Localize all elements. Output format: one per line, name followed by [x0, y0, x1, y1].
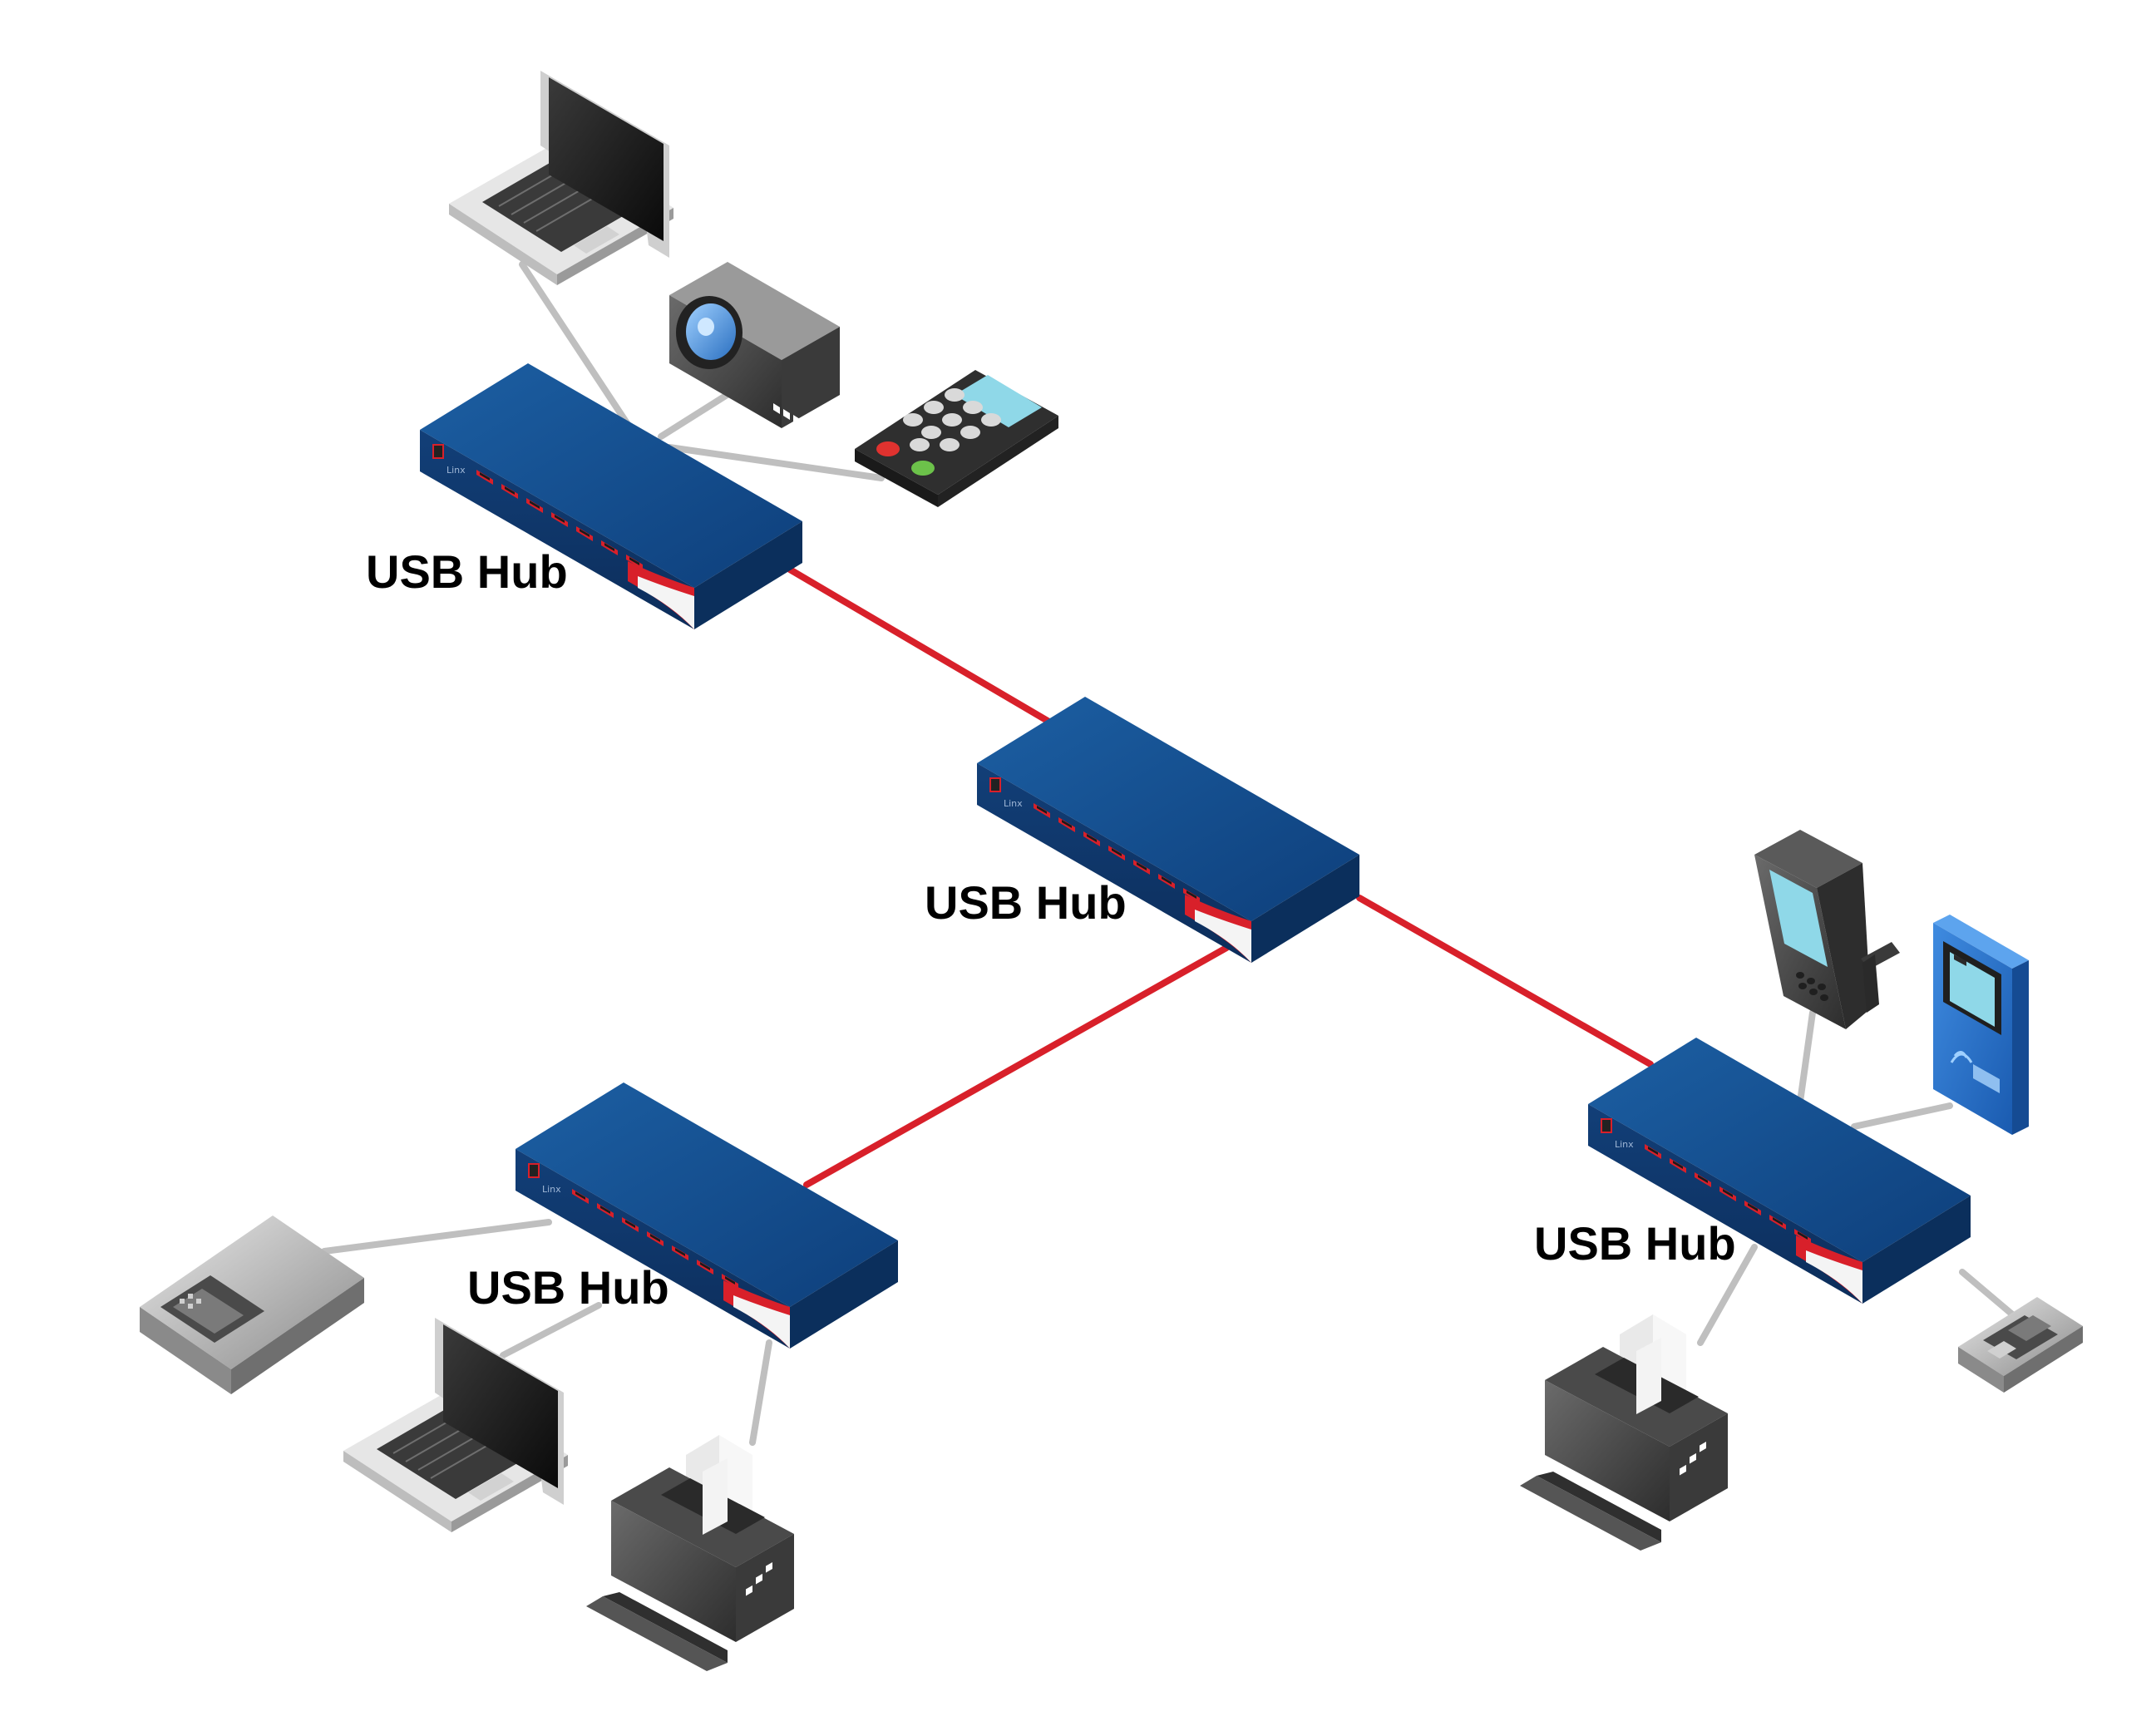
- card-reader-icon: [1958, 1297, 2083, 1393]
- cable-card-reader: [1959, 1269, 2020, 1321]
- brand-label: Linx: [446, 465, 466, 476]
- payment-terminal-icon: [1933, 915, 2029, 1135]
- device-links: [321, 261, 2020, 1446]
- usb-hub-right: Linx: [1587, 1037, 1971, 1304]
- link-center-to-bottom-left: [803, 944, 1230, 1188]
- hub-label-bottom-left: USB Hub: [467, 1261, 669, 1314]
- cable-scanner: [321, 1219, 552, 1255]
- printer-icon: [1520, 1314, 1728, 1551]
- cable-handheld-scanner: [1797, 1009, 1816, 1105]
- cable-printer-bottom: [749, 1339, 772, 1446]
- usb-hub-center: Linx: [976, 696, 1360, 964]
- hub-label-right: USB Hub: [1534, 1217, 1736, 1270]
- link-center-to-right: [1356, 895, 1654, 1068]
- printer-icon: [586, 1435, 794, 1671]
- hub-label-top-left: USB Hub: [366, 545, 568, 598]
- cable-laptop-bottom: [500, 1302, 602, 1359]
- link-top-left-to-center: [787, 566, 1055, 727]
- cable-keypad: [666, 444, 885, 481]
- cable-payment-terminal: [1851, 1102, 1953, 1130]
- usb-hub-top-left: Linx: [419, 362, 803, 630]
- laptop-icon: [448, 70, 674, 286]
- hub-label-center: USB Hub: [925, 876, 1127, 929]
- brand-label: Linx: [1615, 1139, 1634, 1150]
- cable-laptop-top: [519, 261, 635, 434]
- scanner-icon: [140, 1216, 364, 1394]
- laptop-icon: [343, 1317, 569, 1533]
- projector-icon: [669, 262, 840, 428]
- handheld-scanner-icon: [1754, 830, 1900, 1029]
- cable-printer-right: [1697, 1244, 1758, 1346]
- brand-label: Linx: [1004, 798, 1023, 809]
- hub-links: [787, 566, 1654, 1188]
- usb-hub-bottom-left: Linx: [515, 1082, 899, 1349]
- keypad-icon: [855, 370, 1058, 507]
- brand-label: Linx: [542, 1184, 561, 1195]
